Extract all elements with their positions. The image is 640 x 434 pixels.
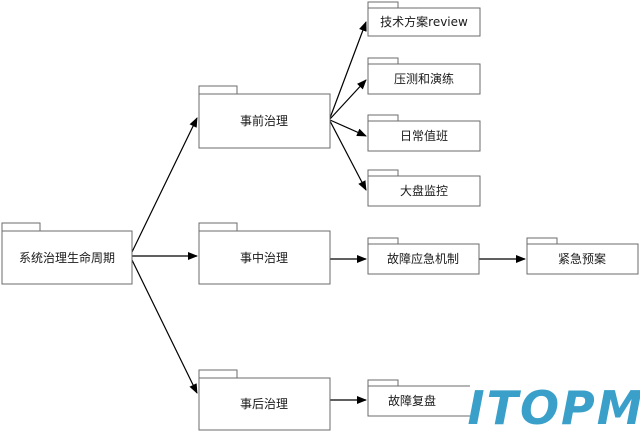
node-mid: 事中治理 xyxy=(198,222,331,285)
node-duty: 日常值班 xyxy=(367,114,481,152)
node-mid-label: 事中治理 xyxy=(240,250,288,265)
node-retro: 故障复盘 xyxy=(367,379,480,417)
node-duty-label: 日常值班 xyxy=(400,128,448,143)
node-monitor: 大盘监控 xyxy=(367,169,481,207)
edge-lifecycle-to-pre xyxy=(131,117,198,253)
edge-pre-to-review xyxy=(329,21,367,119)
node-stress-label: 压测和演练 xyxy=(394,71,454,86)
node-emergency: 故障应急机制 xyxy=(367,237,480,275)
node-stress: 压测和演练 xyxy=(367,57,481,95)
edge-pre-to-duty xyxy=(329,119,367,137)
node-post-label: 事后治理 xyxy=(240,397,288,411)
node-emergency-label: 故障应急机制 xyxy=(387,251,459,266)
node-monitor-label: 大盘监控 xyxy=(400,183,448,198)
node-plan: 紧急预案 xyxy=(526,237,639,275)
edge-pre-to-stress xyxy=(329,79,367,120)
node-retro-label: 故障复盘 xyxy=(388,393,436,408)
node-lifecycle-label: 系统治理生命周期 xyxy=(19,250,115,265)
node-review-label: 技术方案review xyxy=(380,14,468,29)
node-lifecycle: 系统治理生命周期 xyxy=(1,222,133,285)
node-pre: 事前治理 xyxy=(198,85,331,149)
watermark-text: ITOPM xyxy=(467,381,640,434)
watermark-logo: ITOPM xyxy=(467,378,640,434)
node-plan-label: 紧急预案 xyxy=(558,251,606,266)
node-review: 技术方案review xyxy=(367,1,481,37)
edge-lifecycle-to-post xyxy=(131,259,198,394)
edges xyxy=(131,21,526,404)
edge-pre-to-monitor xyxy=(329,120,367,191)
node-post: 事后治理 xyxy=(198,369,331,431)
node-pre-label: 事前治理 xyxy=(240,113,288,128)
